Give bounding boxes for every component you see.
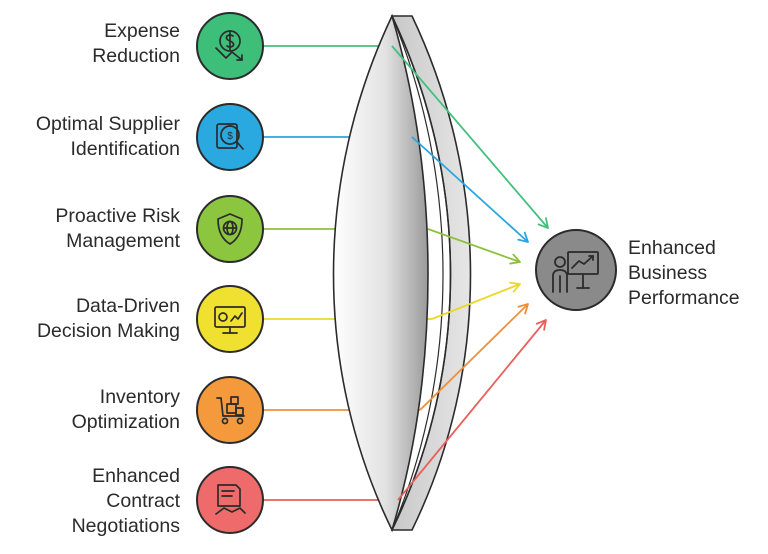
arrow: [397, 319, 547, 501]
label-line: Data-Driven: [75, 295, 180, 317]
label-line: Contract: [106, 490, 180, 512]
label-line: Negotiations: [71, 515, 180, 537]
label-expense-reduction: Expense Reduction: [92, 19, 180, 69]
label-line: Performance: [628, 287, 740, 309]
input-node: [196, 195, 264, 263]
label-line: Expense: [104, 20, 180, 42]
label-line: Enhanced: [92, 465, 180, 487]
arrow-lines: [391, 45, 549, 501]
dollar-down-icon: [215, 30, 243, 61]
output-node: [535, 229, 617, 311]
label-line: Reduction: [92, 45, 180, 67]
arrow: [427, 228, 521, 265]
label-line: Identification: [70, 138, 181, 160]
label-enhanced-business-performance: Enhanced Business Performance: [628, 236, 740, 311]
supplier-search-icon: $: [216, 123, 244, 150]
label-line: Decision Making: [36, 320, 180, 342]
inventory-cart-icon: [216, 396, 245, 425]
arrow: [419, 303, 529, 411]
contract-handshake-icon: [215, 484, 246, 515]
label-line: Business: [628, 262, 708, 284]
label-inventory-optimization: Inventory Optimization: [72, 385, 180, 435]
input-node: [196, 12, 264, 80]
input-node: [196, 466, 264, 534]
label-proactive-risk-management: Proactive Risk Management: [55, 204, 180, 254]
input-node: $: [196, 103, 264, 171]
label-optimal-supplier-identification: Optimal Supplier Identification: [36, 112, 180, 162]
dashboard-icon: [214, 306, 246, 334]
label-enhanced-contract-negotiations: Enhanced Contract Negotiations: [72, 464, 180, 539]
shield-globe-icon: [217, 213, 243, 245]
label-line: Management: [66, 230, 180, 252]
label-line: Inventory: [99, 386, 180, 408]
arrow: [431, 281, 521, 320]
arrow: [391, 45, 549, 229]
input-node: [196, 285, 264, 353]
label-data-driven-decision-making: Data-Driven Decision Making: [37, 294, 180, 344]
lens-shape: [332, 13, 472, 533]
arrow: [411, 136, 529, 243]
input-node: [196, 376, 264, 444]
presenter-chart-icon: [552, 251, 599, 293]
label-line: Optimal Supplier: [35, 113, 180, 135]
svg-text:$: $: [227, 131, 233, 142]
label-line: Optimization: [71, 411, 180, 433]
label-line: Proactive Risk: [55, 205, 180, 227]
label-line: Enhanced: [628, 237, 716, 259]
